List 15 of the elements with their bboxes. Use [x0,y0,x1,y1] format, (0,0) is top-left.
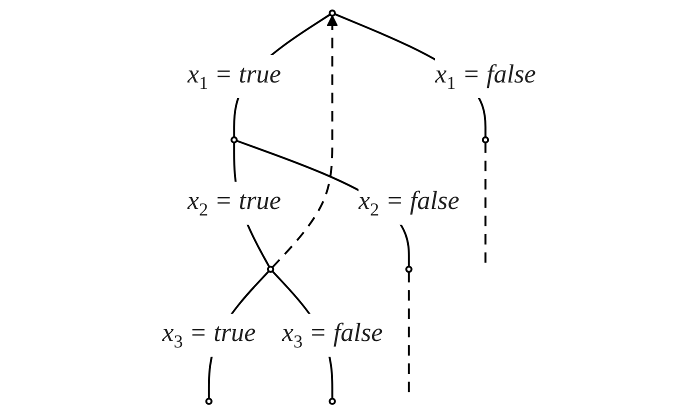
node-circle [405,266,412,273]
node-circle [230,136,238,144]
node-circle [328,398,336,405]
node-circle [205,398,212,405]
node-circle [267,266,274,273]
edge-label: x$_{2}$ = true [187,186,281,221]
edge-label: x$_{1}$ = true [187,60,281,94]
connector [484,142,486,264]
edge-label: x$_{2}$ = false [358,186,460,221]
node-circle [482,136,490,144]
edge-label: x$_{3}$ = false [282,318,383,353]
edge-label: x$_{3}$ = true [162,318,256,353]
edge-label: x$_{1}$ = false [435,60,536,94]
arrow [272,15,338,268]
node-circle [328,9,336,17]
